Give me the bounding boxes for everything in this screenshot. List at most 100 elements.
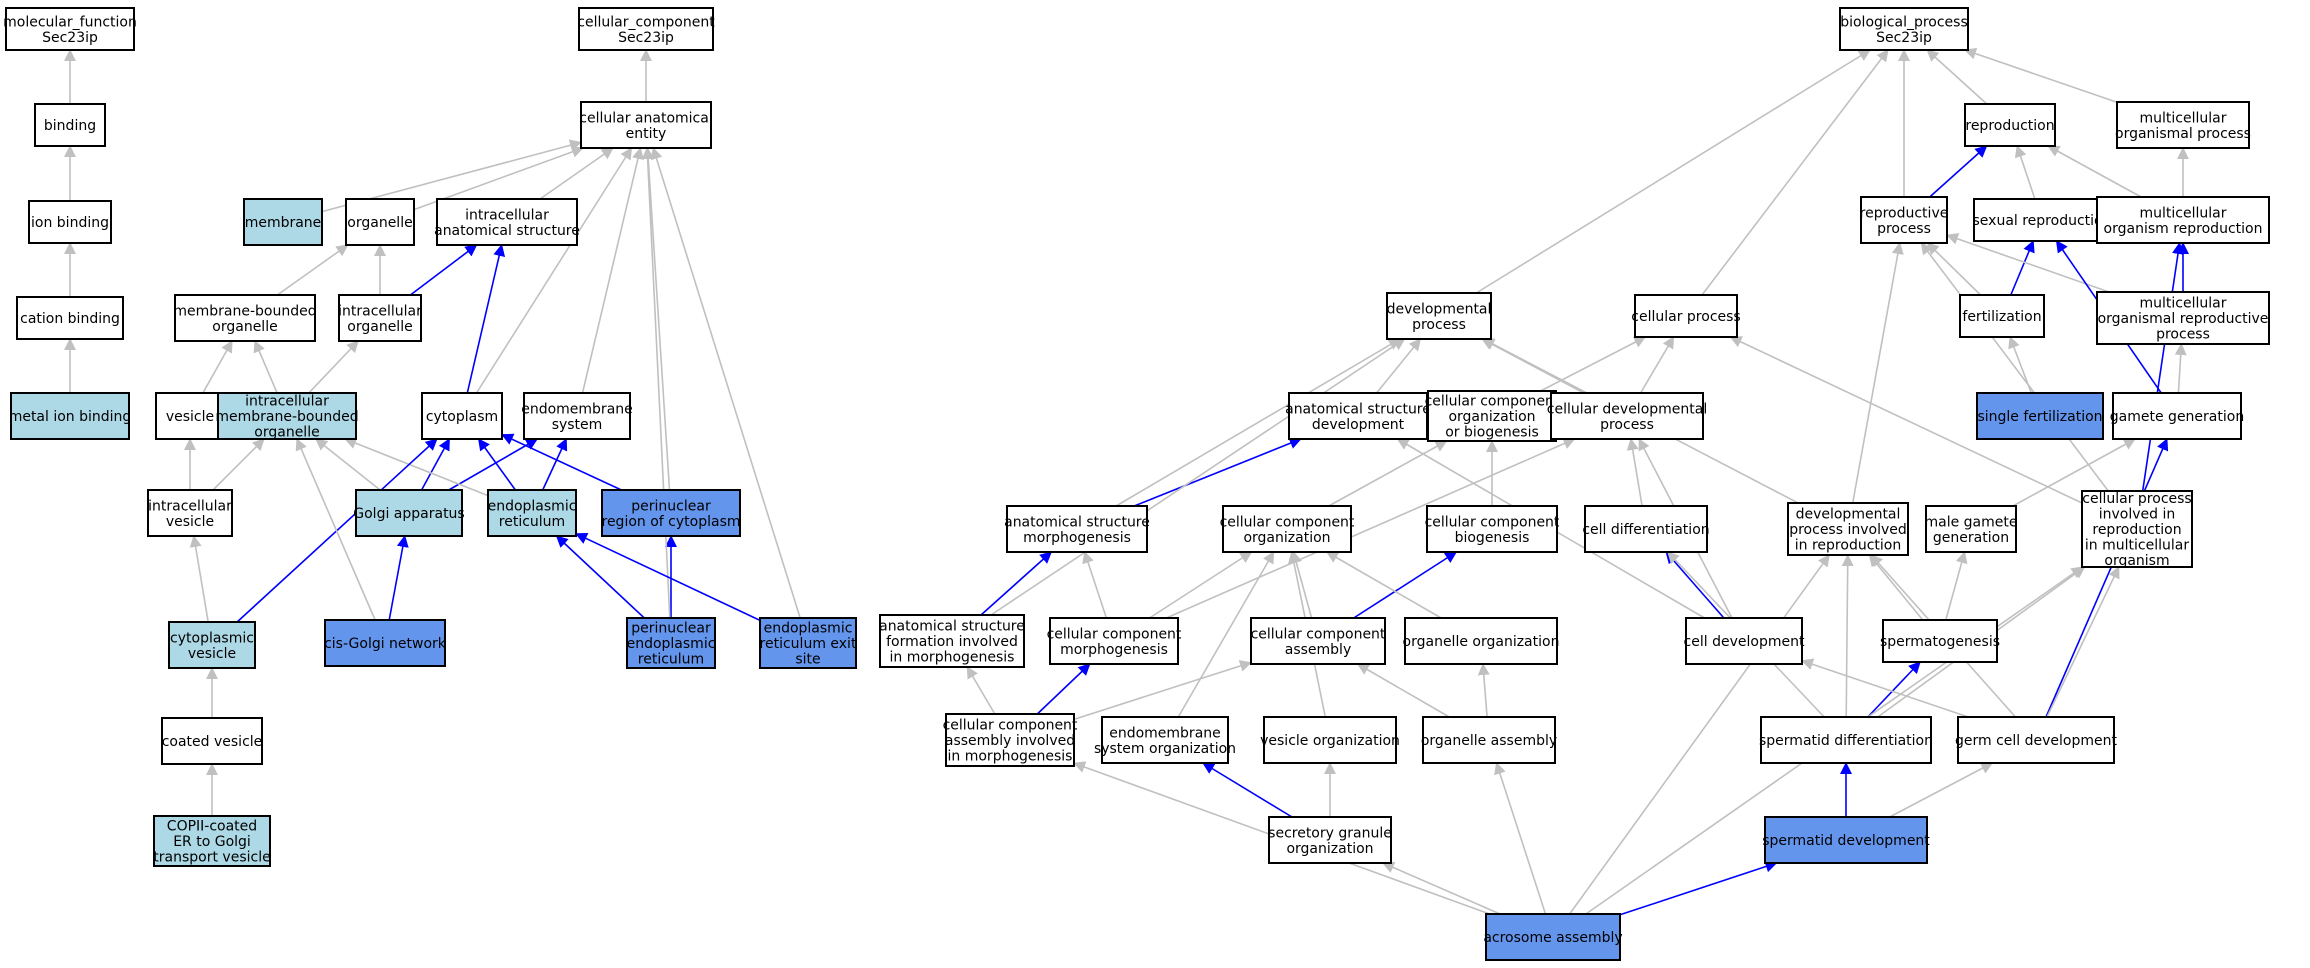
node-coated[interactable]: coated vesicle [161,717,263,765]
node-box[interactable] [523,392,631,440]
node-box[interactable] [1957,716,2115,764]
node-membrane[interactable]: membrane [243,198,323,246]
node-gcd[interactable]: germ cell development [1955,716,2118,764]
node-box[interactable] [1787,502,1909,556]
node-box[interactable] [1386,292,1492,340]
node-box[interactable] [1764,816,1928,864]
node-cytoplasm[interactable]: cytoplasm [421,392,503,440]
node-box[interactable] [436,198,578,246]
node-spdev[interactable]: spermatid development [1762,816,1930,864]
node-gamgen[interactable]: gamete generation [2110,392,2244,440]
node-box[interactable] [879,614,1025,668]
node-box[interactable] [1426,505,1558,553]
node-box[interactable] [1422,716,1556,764]
node-box[interactable] [1263,716,1397,764]
node-sexrep[interactable]: sexual reproduction [1973,198,2112,242]
node-orgorg[interactable]: organelle organization [1403,617,1560,665]
node-box[interactable] [759,617,857,669]
node-cationb[interactable]: cation binding [16,296,124,340]
node-box[interactable] [324,619,446,667]
node-box[interactable] [168,621,256,669]
node-box[interactable] [1584,505,1708,553]
node-box[interactable] [1485,913,1621,961]
node-box[interactable] [945,713,1075,767]
node-box[interactable] [155,392,225,440]
node-box[interactable] [626,617,716,669]
node-box[interactable] [580,101,712,149]
node-box[interactable] [1925,505,2017,553]
node-box[interactable] [10,392,130,440]
node-box[interactable] [2096,291,2270,345]
node-ionb[interactable]: ion binding [28,200,112,244]
node-box[interactable] [147,489,233,537]
node-box[interactable] [161,717,263,765]
node-repro[interactable]: reproduction [1964,103,2056,147]
node-box[interactable] [34,103,106,147]
node-celldiff[interactable]: cell differentiation [1582,505,1710,553]
node-box[interactable] [174,294,316,342]
node-box[interactable] [16,296,124,340]
node-box[interactable] [1250,617,1386,665]
node-box[interactable] [1404,617,1558,665]
node-cisgolgi[interactable]: cis-Golgi network [324,619,447,667]
node-box[interactable] [2112,392,2242,440]
node-box[interactable] [338,294,422,342]
node-box[interactable] [153,815,271,867]
node-box[interactable] [1550,392,1704,440]
node-box[interactable] [1959,294,2045,338]
node-box[interactable] [601,489,741,537]
node-vo[interactable]: vesicle organization [1260,716,1400,764]
node-oa[interactable]: organelle assembly [1421,716,1557,764]
node-box[interactable] [1860,196,1948,244]
node-sperm[interactable]: spermatogenesis [1880,619,2000,663]
node-cellp[interactable]: cellular process [1631,294,1741,338]
node-metalb[interactable]: metal ion binding [9,392,132,440]
node-box[interactable] [1685,617,1803,665]
node-vesicle[interactable]: vesicle [155,392,225,440]
node-fert[interactable]: fertilization [1959,294,2045,338]
node-box[interactable] [1964,103,2056,147]
node-box[interactable] [355,489,463,537]
node-box[interactable] [217,392,357,440]
node-box[interactable] [2081,490,2193,568]
node-acro[interactable]: acrosome assembly [1483,913,1623,961]
node-box[interactable] [2096,196,2270,244]
node-box[interactable] [1634,294,1738,338]
node-spdiff[interactable]: spermatid differentiation [1759,716,1933,764]
node-box[interactable] [421,392,503,440]
node-box[interactable] [1427,390,1557,442]
node-box[interactable] [5,7,135,51]
